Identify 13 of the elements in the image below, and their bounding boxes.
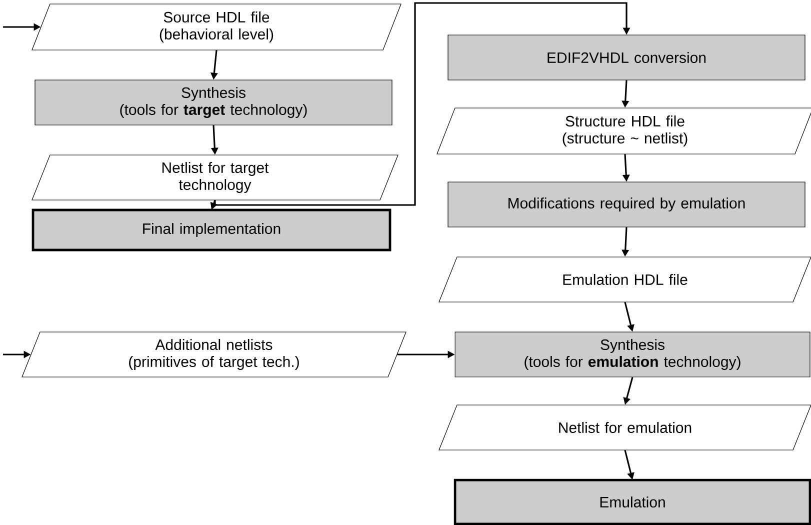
data-parallelogram: Source HDL file (behavioral level): [32, 4, 402, 50]
process-box: Synthesis (tools for target technology): [34, 80, 392, 126]
arrow: [214, 2, 630, 206]
terminal-box: Emulation: [454, 478, 811, 525]
data-parallelogram: Netlist for target technology: [32, 154, 398, 200]
process-box: Modifications required by emulation: [448, 182, 806, 228]
process-box: EDIF2VHDL conversion: [448, 34, 806, 80]
data-parallelogram: Additional netlists (primitives of target tech.): [22, 332, 406, 378]
data-parallelogram: Netlist for emulation: [438, 404, 811, 450]
data-parallelogram: Emulation HDL file: [438, 256, 811, 302]
data-parallelogram: Structure HDL file (structure ~ netlist): [436, 108, 811, 154]
terminal-box: Final implementation: [32, 208, 392, 252]
process-box: Synthesis (tools for emulation technology): [454, 332, 810, 378]
